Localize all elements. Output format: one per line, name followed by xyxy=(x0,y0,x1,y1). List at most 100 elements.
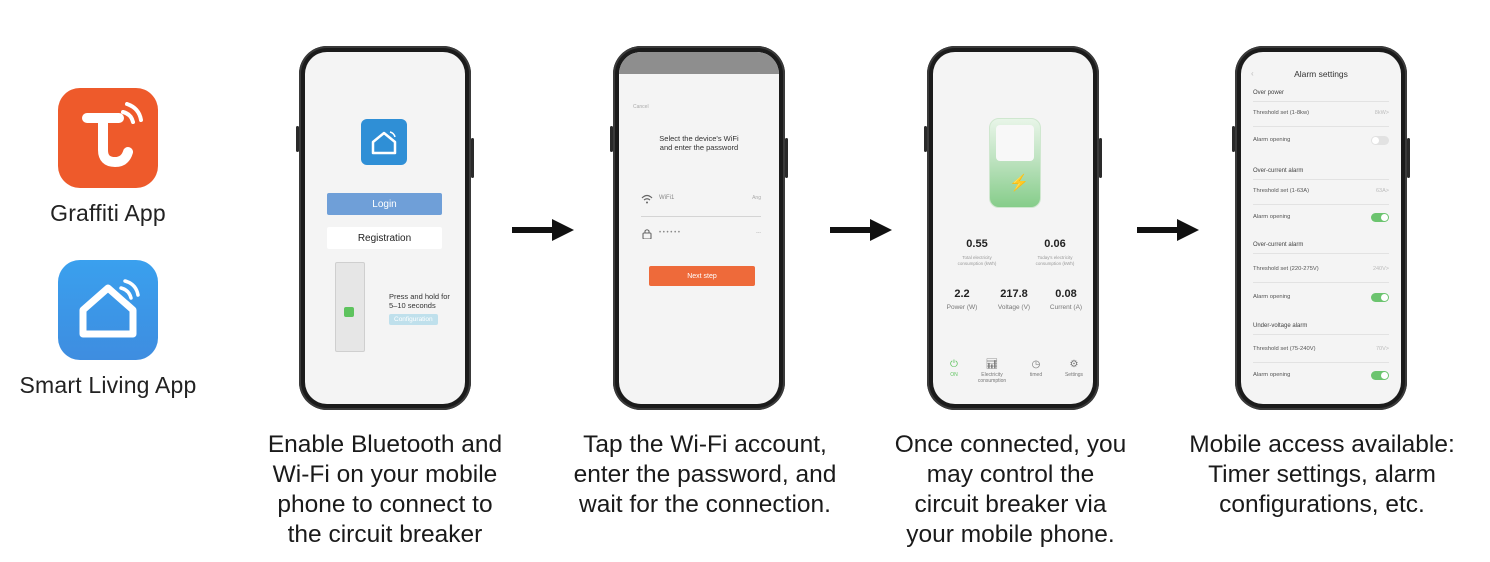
over-voltage-section: Over-current alarm xyxy=(1253,242,1304,248)
wifi-title: Select the device's WiFi and enter the p… xyxy=(639,134,759,152)
alarm-opening-voltage-toggle[interactable] xyxy=(1371,293,1389,302)
caption-line: the circuit breaker xyxy=(287,521,483,548)
hold-line-1: Press and hold for xyxy=(389,292,450,301)
caption-step-3: Once connected, you may control the circ… xyxy=(868,430,1153,550)
graffiti-app[interactable]: Graffiti App xyxy=(0,88,218,227)
status-bar xyxy=(619,52,779,74)
caption-line: Once connected, you xyxy=(894,431,1127,458)
divider xyxy=(1253,253,1389,254)
power-value: 2.2 xyxy=(954,288,970,300)
caption-step-1: Enable Bluetooth and Wi-Fi on your mobil… xyxy=(245,430,525,550)
divider xyxy=(1253,204,1389,205)
smart-living-app[interactable]: Smart Living App xyxy=(0,260,218,399)
nav-on[interactable]: ⏻ ON xyxy=(937,359,971,379)
threshold-under-value[interactable]: 70V> xyxy=(1376,346,1389,352)
alarm-opening-voltage-label: Alarm opening xyxy=(1253,294,1291,300)
caption-line: phone to connect to xyxy=(277,491,493,518)
under-voltage-section: Under-voltage alarm xyxy=(1253,323,1308,329)
divider xyxy=(641,216,761,217)
clock-icon: ◷ xyxy=(1031,359,1041,370)
caption-line: Mobile access available: xyxy=(1189,431,1455,458)
smart-home-logo-icon xyxy=(361,119,407,165)
nav-on-label: ON xyxy=(950,372,958,378)
threshold-power-label: Threshold set (1-8kw) xyxy=(1253,110,1310,116)
wifi-icon xyxy=(641,194,653,204)
alarm-opening-under-label: Alarm opening xyxy=(1253,372,1291,378)
over-power-section: Over power xyxy=(1253,90,1285,96)
total-consumption-label: Total electricity consumption (kWh) xyxy=(957,255,997,266)
phone-control-screen: ⚡ 0.55 Total electricity consumption (kW… xyxy=(924,46,1102,410)
breaker-device-image xyxy=(335,262,365,352)
threshold-power-value[interactable]: 8kW> xyxy=(1374,110,1389,116)
voltage-value: 217.8 xyxy=(1000,288,1028,300)
bar-chart-icon: 📊︎ xyxy=(985,359,999,370)
nav-timed-label: timed xyxy=(1029,372,1043,378)
threshold-under-label: Threshold set (75-240V) xyxy=(1253,346,1316,352)
tuya-t-icon xyxy=(58,88,158,188)
screen-3: ⚡ 0.55 Total electricity consumption (kW… xyxy=(933,52,1093,404)
screen-4: ‹ Alarm settings Over power Threshold se… xyxy=(1241,52,1401,404)
phone-login-screen: Login Registration Press and hold for 5–… xyxy=(296,46,474,410)
next-step-button[interactable]: Next step xyxy=(649,266,755,286)
divider xyxy=(1253,126,1389,127)
divider xyxy=(1253,362,1389,363)
threshold-current-label: Threshold set (1-63A) xyxy=(1253,188,1310,194)
smart-living-app-label: Smart Living App xyxy=(19,372,197,398)
divider xyxy=(1253,101,1389,102)
alarm-opening-current-toggle[interactable] xyxy=(1371,213,1389,222)
arrow-right-icon xyxy=(1137,219,1199,241)
screen-2: Cancel Select the device's WiFi and ente… xyxy=(619,52,779,404)
current-value: 0.08 xyxy=(1055,288,1077,300)
alarm-opening-under-toggle[interactable] xyxy=(1371,371,1389,380)
today-consumption-label: Today's electricity consumption (kWh) xyxy=(1035,255,1075,266)
wifi-switch[interactable]: Ang xyxy=(752,195,761,201)
threshold-current-value[interactable]: 63A> xyxy=(1376,188,1389,194)
divider xyxy=(1253,179,1389,180)
registration-button[interactable]: Registration xyxy=(327,227,442,249)
power-icon: ⏻ xyxy=(950,359,958,370)
voltage-label: Voltage (V) xyxy=(997,304,1031,311)
alarm-opening-toggle[interactable] xyxy=(1371,136,1389,145)
hold-instruction: Press and hold for 5–10 seconds xyxy=(389,292,465,310)
screen-1: Login Registration Press and hold for 5–… xyxy=(305,52,465,404)
divider xyxy=(1253,282,1389,283)
lightning-icon: ⚡ xyxy=(1009,175,1029,192)
caption-line: your mobile phone. xyxy=(906,521,1115,548)
nav-settings[interactable]: ⚙ Settings xyxy=(1057,360,1091,379)
password-field[interactable]: • • • • • • --- xyxy=(641,227,761,241)
caption-line: Tap the Wi-Fi account, xyxy=(583,431,827,458)
caption-line: may control the xyxy=(926,461,1095,488)
caption-step-4: Mobile access available: Timer settings,… xyxy=(1162,430,1482,520)
wifi-title-line-2: and enter the password xyxy=(659,143,739,152)
cancel-link[interactable]: Cancel xyxy=(633,104,649,110)
caption-line: configurations, etc. xyxy=(1219,491,1425,518)
threshold-voltage-value[interactable]: 240V> xyxy=(1372,266,1389,272)
alarm-opening-current-label: Alarm opening xyxy=(1253,214,1291,220)
show-password-toggle[interactable]: --- xyxy=(756,230,761,236)
wifi-name: WiFi1 xyxy=(659,195,675,201)
house-icon xyxy=(58,260,158,360)
back-icon[interactable]: ‹ xyxy=(1251,69,1254,78)
graffiti-app-label: Graffiti App xyxy=(50,200,166,226)
divider xyxy=(1253,334,1389,335)
device-panel xyxy=(996,125,1034,161)
power-label: Power (W) xyxy=(946,304,978,311)
caption-line: Wi-Fi on your mobile xyxy=(272,461,498,488)
caption-line: enter the password, and xyxy=(573,461,837,488)
nav-timed[interactable]: ◷ timed xyxy=(1019,359,1053,379)
alarm-settings-title: Alarm settings xyxy=(1294,69,1348,79)
nav-electricity[interactable]: 📊︎ Electricity consumption xyxy=(975,359,1009,385)
caption-line: Enable Bluetooth and xyxy=(267,431,503,458)
caption-step-2: Tap the Wi-Fi account, enter the passwor… xyxy=(550,430,860,520)
caption-line: wait for the connection. xyxy=(579,491,831,518)
password-mask: • • • • • • xyxy=(659,230,680,236)
current-label: Current (A) xyxy=(1049,304,1083,311)
breaker-device-image: ⚡ xyxy=(989,118,1041,208)
bottom-nav: ⏻ ON 📊︎ Electricity consumption ◷ timed … xyxy=(933,359,1093,402)
wifi-select-field[interactable]: WiFi1 Ang xyxy=(641,192,761,206)
login-button[interactable]: Login xyxy=(327,193,442,215)
caption-line: circuit breaker via xyxy=(914,491,1107,518)
nav-electricity-label: Electricity consumption xyxy=(977,372,1007,384)
today-consumption-value: 0.06 xyxy=(1044,238,1066,250)
total-consumption-value: 0.55 xyxy=(966,238,988,250)
